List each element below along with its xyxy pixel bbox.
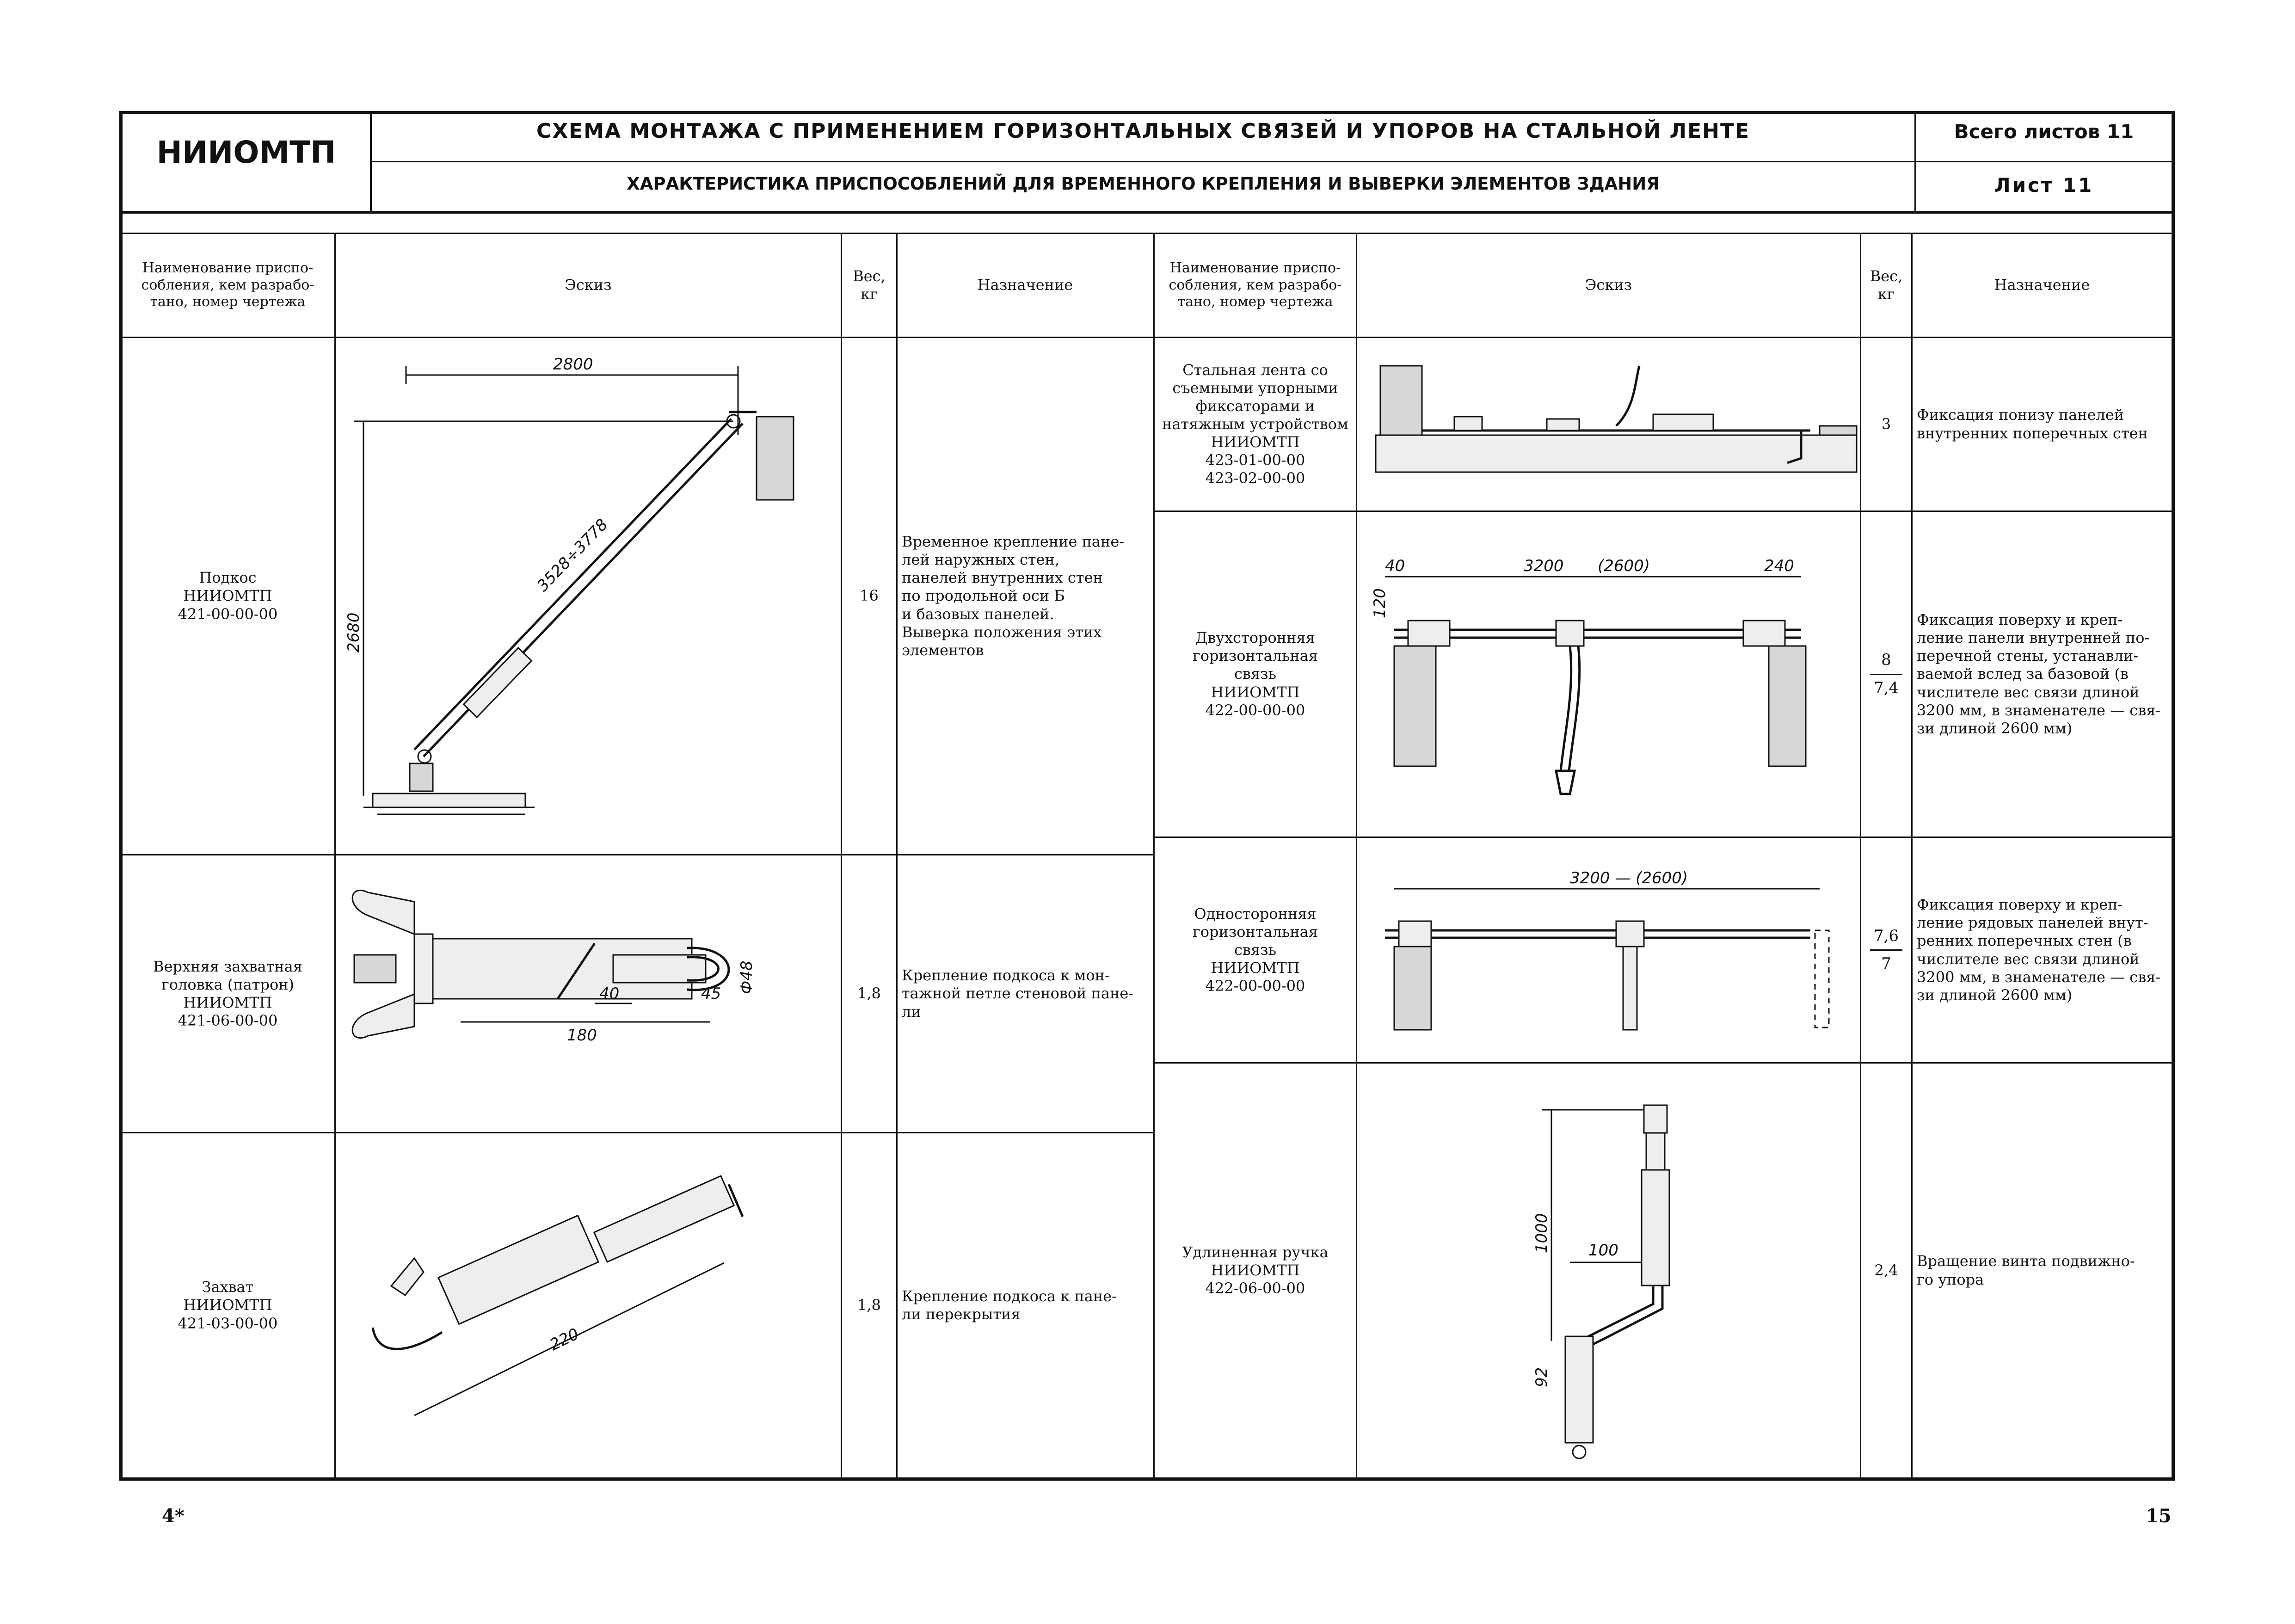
single-tie-sketch: 3200 — (2600) (1385, 869, 1830, 1031)
double-tie-dim-120: 120 (1371, 588, 1389, 618)
tape-sketch (1375, 365, 1858, 473)
row-double-tie-name: Двухсторонняя горизонтальная связь НИИОМ… (1192, 629, 1318, 719)
right-row-line-2 (1154, 837, 2175, 838)
row-grip-purpose: Крепление подкоса к пане- ли перекрытия (902, 1287, 1117, 1323)
page-subtitle: ХАРАКТЕРИСТИКА ПРИСПОСОБЛЕНИЙ ДЛЯ ВРЕМЕН… (627, 174, 1660, 194)
col-header-sketch-left: Эскиз (565, 276, 612, 294)
row-single-tie-weight: 7,6 7 (1861, 838, 1911, 1062)
sheet-number: Лист 11 (1994, 174, 2094, 197)
double-tie-weight-num: 8 (1881, 651, 1891, 670)
single-tie-weight-num: 7,6 (1873, 926, 1899, 945)
brace-dim-height: 2680 (345, 612, 363, 652)
right-row-line-3 (1154, 1062, 2175, 1064)
row-handle-name: Удлиненная ручка НИИОМТП 422-06-00-00 (1182, 1243, 1329, 1298)
left-row-line-2 (119, 1132, 1154, 1133)
chuck-dim-diameter: Ф48 (738, 960, 756, 994)
double-tie-dim-3200: 3200 (1524, 557, 1564, 575)
row-tape-purpose: Фиксация понизу панелей внутренних попер… (1917, 406, 2148, 442)
row-grip-name: Захват НИИОМТП 421-03-00-00 (178, 1278, 278, 1332)
row-brace-name: Подкос НИИОМТП 421-00-00-00 (178, 569, 278, 623)
row-single-tie-purpose: Фиксация поверху и креп- ление рядовых п… (1917, 896, 2161, 1004)
row-double-tie-weight: 8 7,4 (1861, 512, 1911, 837)
row-tape-name: Стальная лента со съемными упорными фикс… (1162, 361, 1348, 487)
handle-sketch: 1000 100 92 (1532, 1104, 1670, 1459)
col-line-5 (1356, 233, 1357, 1477)
col-line-mid (1153, 233, 1155, 1477)
column-header-top-line (119, 233, 2175, 234)
row-single-tie-name: Односторонняя горизонтальная связь НИИОМ… (1192, 904, 1318, 995)
row-head-name: Верхняя захватная головка (патрон) НИИОМ… (153, 957, 302, 1030)
double-tie-dim-40: 40 (1385, 557, 1405, 575)
row-brace-weight: 16 (860, 587, 879, 605)
handle-dim-offset: 100 (1588, 1241, 1618, 1260)
double-tie-dim-2600: (2600) (1598, 557, 1650, 575)
col-header-sketch-right: Эскиз (1585, 276, 1632, 294)
chuck-dim-45: 45 (701, 984, 721, 1003)
frame-right (2172, 111, 2175, 1481)
left-row-line-1 (119, 854, 1154, 855)
double-tie-dim-240: 240 (1764, 557, 1794, 575)
frame-bottom (119, 1477, 2175, 1481)
brace-dim-width: 2800 (553, 355, 593, 374)
row-double-tie-purpose: Фиксация поверху и креп- ление панели вн… (1917, 611, 2161, 737)
col-header-purpose-left: Назначение (977, 276, 1073, 294)
frame-top (119, 111, 2175, 114)
col-header-name-left: Наименование приспо- собления, кем разра… (141, 260, 314, 310)
chuck-sketch: 180 40 45 Ф48 (351, 889, 756, 1045)
frame-left (119, 111, 123, 1481)
handle-dim-height: 1000 (1532, 1213, 1551, 1253)
row-tape-weight: 3 (1881, 415, 1891, 433)
row-brace-purpose: Временное крепление пане- лей наружных с… (902, 533, 1125, 659)
row-grip-weight: 1,8 (857, 1296, 881, 1314)
single-tie-dim-length: 3200 — (2600) (1570, 869, 1688, 887)
fraction-bar (1870, 949, 1902, 951)
page-title: СХЕМА МОНТАЖА С ПРИМЕНЕНИЕМ ГОРИЗОНТАЛЬН… (536, 119, 1750, 143)
grip-dim-length: 220 (547, 1325, 582, 1354)
footer-left-mark: 4* (162, 1505, 185, 1527)
page-number: 15 (2146, 1505, 2172, 1527)
double-tie-sketch: 40 3200 (2600) 240 120 (1371, 557, 1807, 795)
single-tie-weight-den: 7 (1881, 954, 1891, 973)
row-handle-weight: 2,4 (1874, 1261, 1898, 1279)
single-tie-weight-fraction: 7,6 7 (1870, 927, 1902, 974)
brace-sketch: 2800 2680 3528÷3778 (345, 355, 794, 815)
handle-dim-92: 92 (1532, 1367, 1551, 1387)
fraction-bar (1870, 673, 1902, 675)
row-head-weight: 1,8 (857, 984, 881, 1003)
row-handle-purpose: Вращение винта подвижно- го упора (1917, 1252, 2135, 1288)
right-row-line-1 (1154, 511, 2175, 512)
header-bottom-line (119, 211, 2175, 214)
row-head-purpose: Крепление подкоса к мон- тажной петле ст… (902, 966, 1134, 1021)
header-mid-line (370, 161, 2172, 162)
col-line-6 (1860, 233, 1861, 1477)
total-sheets: Всего листов 11 (1954, 120, 2134, 143)
grip-sketch: 220 (371, 1175, 744, 1416)
double-tie-weight-den: 7,4 (1873, 678, 1899, 697)
column-header-bottom-line (119, 337, 2175, 338)
org-title: НИИОМТП (156, 135, 336, 170)
col-header-name-right: Наименование приспо- собления, кем разра… (1169, 260, 1342, 310)
col-header-weight-right: Вес, кг (1870, 267, 1903, 303)
col-header-purpose-right: Назначение (1994, 276, 2090, 294)
chuck-dim-length: 180 (567, 1026, 597, 1045)
col-header-weight-left: Вес, кг (853, 267, 886, 303)
chuck-dim-40: 40 (599, 984, 619, 1003)
double-tie-weight-fraction: 8 7,4 (1870, 651, 1902, 698)
col-line-7 (1911, 233, 1913, 1477)
